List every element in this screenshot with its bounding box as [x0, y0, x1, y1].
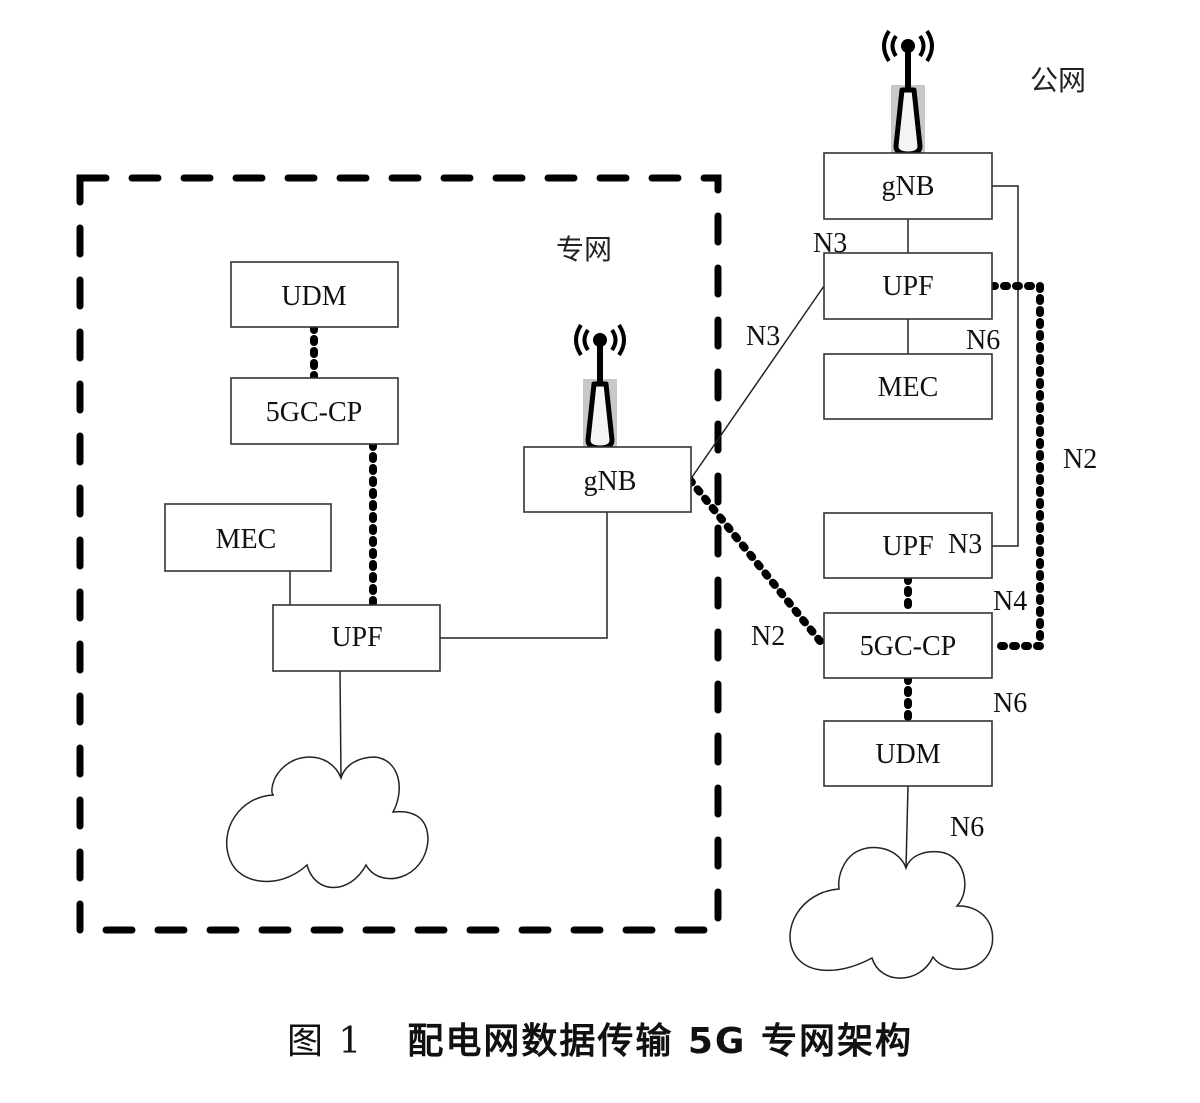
private-upf-node: UPF [272, 604, 441, 672]
private-udm-node: UDM [230, 261, 399, 328]
cell-tower-icon [884, 31, 932, 154]
link-n3-gnb-upf-bottom-public [992, 185, 1019, 547]
public-gnb-label: gNB [882, 171, 935, 202]
link-n2-upf-cp-public [988, 282, 1044, 650]
figure-number: 图 1 [286, 1021, 364, 1062]
public-cp-node: 5GC-CP [823, 612, 993, 679]
private-gnb-node: gNB [523, 325, 692, 513]
link-upf-cloud-private [339, 670, 342, 779]
public-udm-label: UDM [875, 739, 940, 770]
iface-label-n6-public-upf-mec: N6 [966, 325, 1000, 356]
link-upf-gnb-private [440, 512, 608, 639]
public-upf-top-node: UPF [823, 252, 993, 320]
iface-label-n6-public-cp-udm: N6 [993, 688, 1027, 719]
figure-title: 配电网数据传输 5G 专网架构 [407, 1021, 914, 1062]
link-udm-cloud-public [905, 785, 909, 869]
iface-label-n3-cross: N3 [746, 321, 780, 352]
public-upf-top-label: UPF [882, 271, 933, 302]
public-mec-label: MEC [878, 372, 939, 403]
private-network-boundary [76, 174, 722, 934]
public-gnb-node: gNB [823, 31, 993, 220]
public-network-label: 公网 [1030, 64, 1086, 97]
link-n3-private-gnb-public-upf [689, 285, 825, 481]
private-mec-label: MEC [216, 524, 277, 555]
iface-label-n6-public-cloud: N6 [950, 812, 984, 843]
cell-tower-icon [576, 325, 624, 448]
link-n2-private-gnb-public-cp [686, 476, 828, 650]
iface-label-n3-public-gnb-upf: N3 [813, 228, 847, 259]
public-upf-bottom-label: UPF [882, 531, 933, 562]
private-data-network-cloud-icon [225, 756, 429, 889]
public-data-network-cloud-icon [789, 846, 994, 979]
iface-label-n2-cross: N2 [751, 621, 785, 652]
private-upf-label: UPF [331, 622, 382, 653]
private-udm-label: UDM [281, 281, 346, 312]
public-cp-label: 5GC-CP [860, 631, 956, 662]
public-udm-node: UDM [823, 720, 993, 787]
private-cp-label: 5GC-CP [266, 397, 362, 428]
iface-label-n3-public-upf-bottom: N3 [948, 529, 982, 560]
public-mec-node: MEC [823, 353, 993, 420]
private-cp-node: 5GC-CP [230, 377, 399, 445]
private-network-label: 专网 [556, 233, 612, 266]
iface-label-n2-public-right: N2 [1063, 444, 1097, 475]
private-mec-node: MEC [164, 503, 332, 572]
public-upf-bottom-node: UPF [823, 512, 993, 579]
private-gnb-label: gNB [584, 466, 637, 497]
figure-caption: 图 1 配电网数据传输 5G 专网架构 [0, 1012, 1200, 1064]
iface-label-n4-public: N4 [993, 586, 1027, 617]
